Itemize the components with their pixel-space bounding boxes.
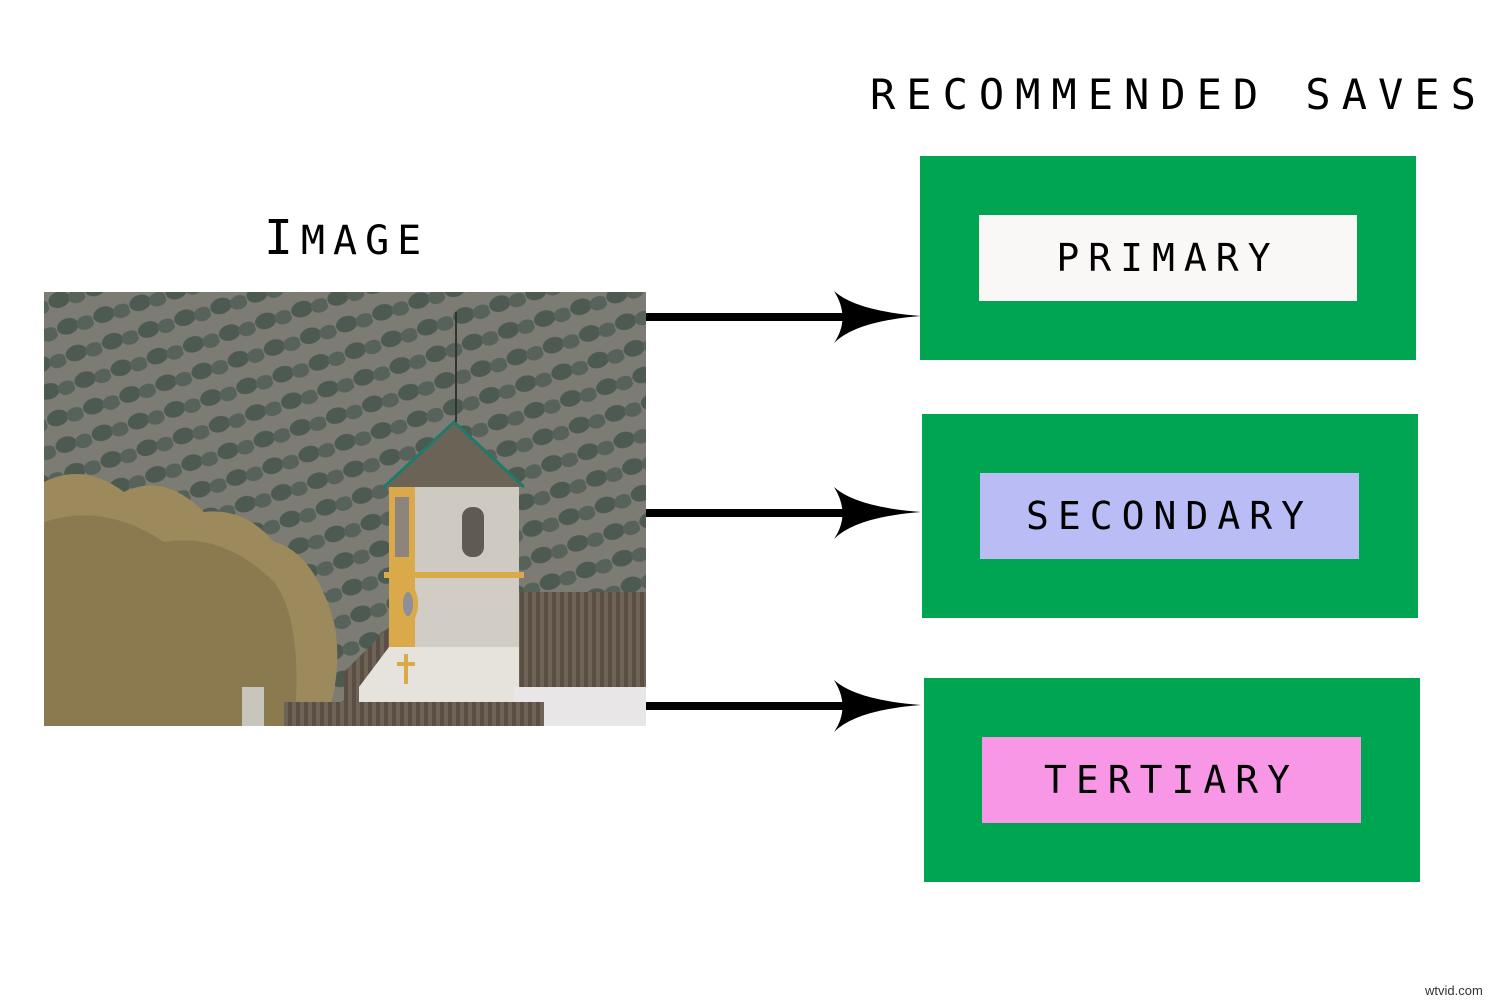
image-heading-rest: MAGE — [300, 218, 430, 264]
tertiary-save-box: TERTIARY — [924, 678, 1420, 882]
secondary-label: SECONDARY — [1026, 494, 1313, 538]
tertiary-label: TERTIARY — [1043, 758, 1300, 802]
arrow-to-primary-icon — [646, 291, 921, 343]
primary-save-box: PRIMARY — [920, 156, 1416, 360]
arrow-to-secondary-icon — [646, 487, 921, 539]
primary-label-box: PRIMARY — [979, 215, 1357, 301]
secondary-label-box: SECONDARY — [980, 473, 1359, 559]
primary-label: PRIMARY — [1056, 236, 1280, 280]
church-landscape-illustration — [44, 292, 646, 726]
secondary-save-box: SECONDARY — [922, 414, 1418, 618]
image-heading: IMAGE — [264, 210, 429, 266]
tertiary-label-box: TERTIARY — [982, 737, 1361, 823]
watermark: wtvid.com — [1425, 983, 1483, 998]
image-heading-initial: I — [264, 210, 301, 266]
recommended-saves-heading: RECOMMENDED SAVES — [870, 70, 1487, 119]
source-photo — [44, 292, 646, 726]
arrow-to-tertiary-icon — [646, 680, 921, 732]
